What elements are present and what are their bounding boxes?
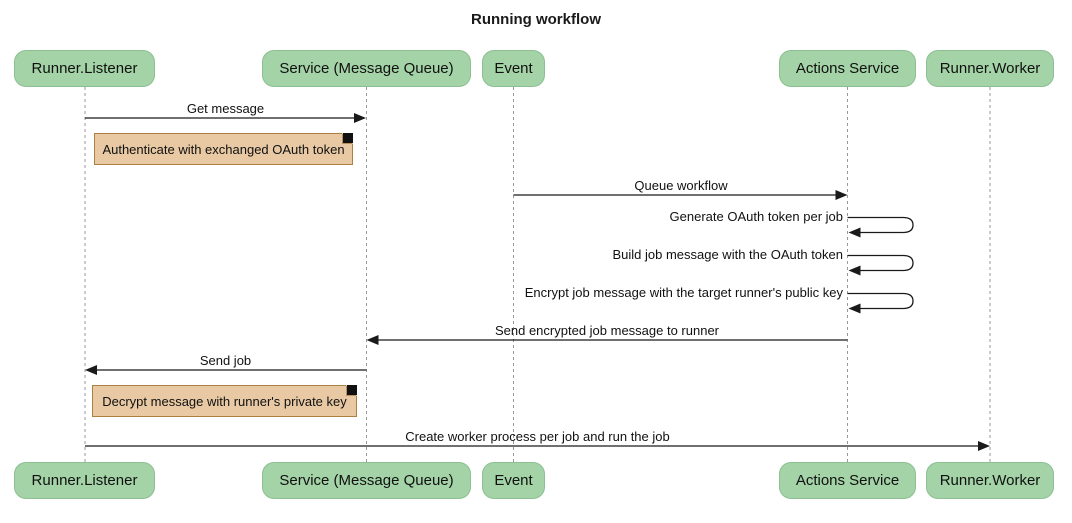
note-decrypt-text: Decrypt message with runner's private ke… xyxy=(102,393,347,409)
arrowhead-send-job xyxy=(85,365,97,375)
arrowhead-send-encrypted xyxy=(366,335,379,345)
message-label-get-message: Get message xyxy=(186,101,265,116)
note-fold-icon xyxy=(346,385,357,396)
arrowhead-build-job xyxy=(848,265,861,276)
participant-bottom-runner-worker: Runner.Worker xyxy=(926,462,1054,499)
arrowhead-get-message xyxy=(354,113,366,123)
participant-bottom-service-message-queue: Service (Message Queue) xyxy=(262,462,471,499)
arrowhead-generate-token xyxy=(848,227,861,238)
participant-top-service-message-queue: Service (Message Queue) xyxy=(262,50,471,87)
note-decrypt: Decrypt message with runner's private ke… xyxy=(92,385,357,417)
arrow-build-job-selfloop xyxy=(847,254,914,272)
arrow-generate-token-selfloop xyxy=(847,216,914,234)
note-fold-icon xyxy=(342,133,353,144)
message-label-create-worker: Create worker process per job and run th… xyxy=(405,429,670,444)
participant-bottom-runner-listener: Runner.Listener xyxy=(14,462,155,499)
participant-top-runner-listener: Runner.Listener xyxy=(14,50,155,87)
participant-bottom-actions-service: Actions Service xyxy=(779,462,916,499)
note-authenticate: Authenticate with exchanged OAuth token xyxy=(94,133,353,165)
participant-top-actions-service: Actions Service xyxy=(779,50,916,87)
participant-top-runner-worker: Runner.Worker xyxy=(926,50,1054,87)
arrowhead-queue-workflow xyxy=(835,190,848,200)
message-label-encrypt-job: Encrypt job message with the target runn… xyxy=(524,285,843,300)
arrowhead-create-worker xyxy=(978,441,990,451)
message-label-send-encrypted: Send encrypted job message to runner xyxy=(494,323,720,338)
diagram-title: Running workflow xyxy=(471,11,601,28)
arrow-encrypt-job-selfloop xyxy=(847,292,914,310)
message-label-build-job: Build job message with the OAuth token xyxy=(612,247,843,262)
participant-bottom-event: Event xyxy=(482,462,545,499)
note-authenticate-text: Authenticate with exchanged OAuth token xyxy=(102,141,345,157)
message-label-send-job: Send job xyxy=(199,353,252,368)
participant-top-event: Event xyxy=(482,50,545,87)
arrowhead-encrypt-job xyxy=(848,303,861,314)
message-label-generate-token: Generate OAuth token per job xyxy=(669,209,843,224)
message-label-queue-workflow: Queue workflow xyxy=(634,178,728,193)
